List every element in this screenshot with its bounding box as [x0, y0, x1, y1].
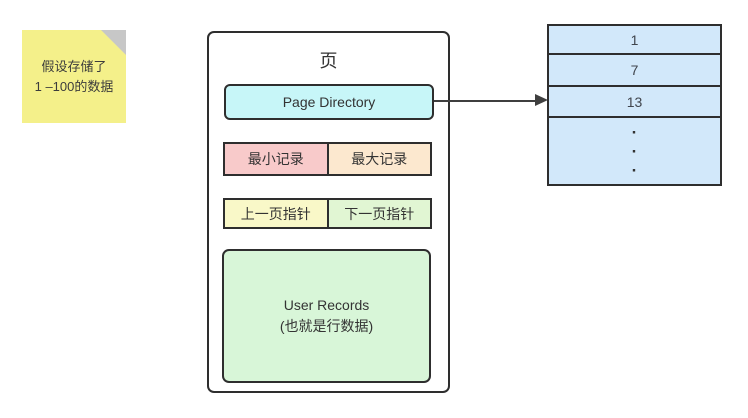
ellipsis-dot: · — [631, 122, 638, 142]
directory-slot-row: 7 — [549, 55, 720, 87]
directory-values-table: 1 7 13 · · · — [547, 24, 722, 186]
ellipsis-dot: · — [631, 160, 638, 180]
record-bounds-row: 最小记录 最大记录 — [223, 142, 432, 176]
arrow-head-icon — [535, 94, 548, 106]
max-record-cell: 最大记录 — [328, 142, 432, 176]
directory-arrow — [434, 94, 548, 107]
page-container: 页 Page Directory 最小记录 最大记录 上一页指针 下一页指针 U… — [207, 31, 450, 393]
sticky-note: 假设存储了 1 –100的数据 — [22, 30, 126, 123]
next-page-pointer-cell: 下一页指针 — [328, 198, 432, 229]
prev-page-pointer-cell: 上一页指针 — [223, 198, 329, 229]
sticky-note-line1: 假设存储了 — [41, 58, 107, 74]
user-records-title: User Records — [283, 297, 370, 313]
min-record-cell: 最小记录 — [223, 142, 329, 176]
directory-slot-row: 1 — [549, 26, 720, 55]
directory-slot-row: 13 — [549, 87, 720, 118]
page-pointers-row: 上一页指针 下一页指针 — [223, 198, 432, 229]
folded-corner-icon — [101, 30, 126, 55]
arrow-line — [434, 100, 538, 102]
user-records-subtitle: (也就是行数据) — [279, 318, 374, 334]
ellipsis-dot: · — [631, 141, 638, 161]
user-records-box: User Records (也就是行数据) — [222, 249, 431, 383]
directory-ellipsis-row: · · · — [549, 118, 720, 184]
sticky-note-line2: 1 –100的数据 — [34, 78, 114, 94]
page-directory-box: Page Directory — [224, 84, 434, 120]
page-title: 页 — [319, 51, 338, 71]
